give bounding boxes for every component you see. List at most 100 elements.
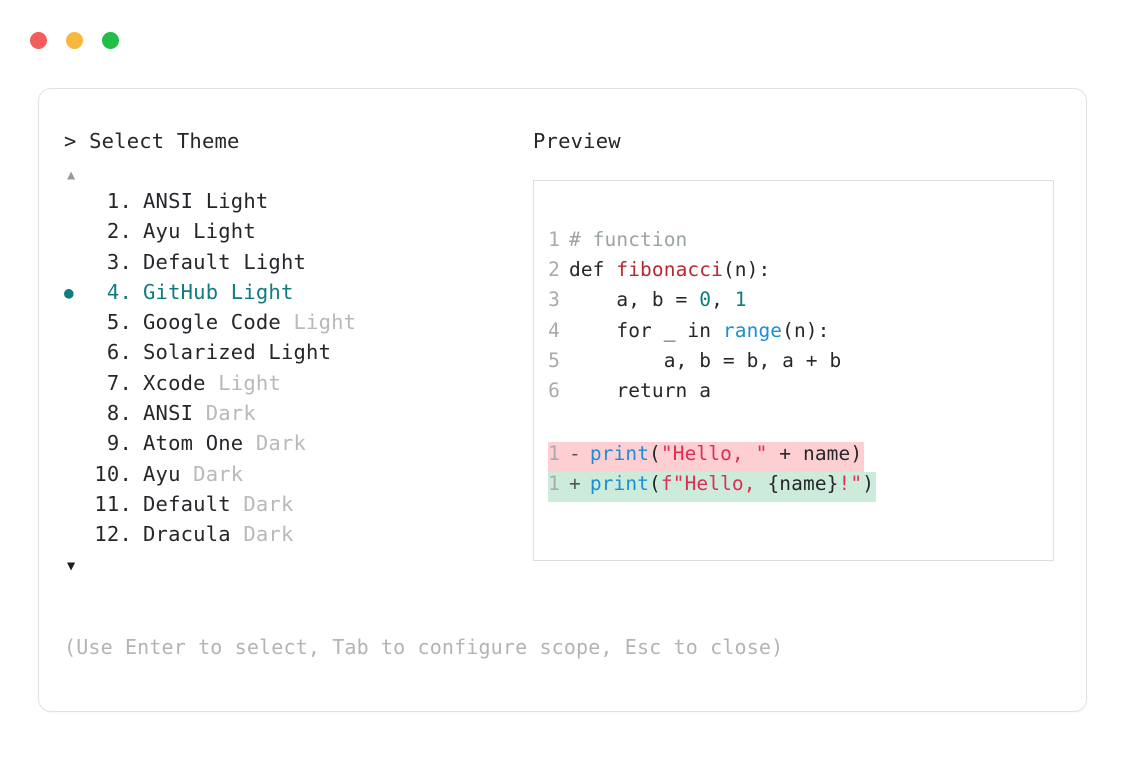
theme-list-item[interactable]: 6.Solarized Light xyxy=(64,340,534,370)
code-line: 4 for _ in range(n): xyxy=(548,319,1047,349)
scroll-up-icon[interactable]: ▲ xyxy=(67,166,76,183)
line-number: 5 xyxy=(548,349,560,373)
window-controls xyxy=(30,32,119,49)
code-text: a, b = 0, 1 xyxy=(569,288,747,311)
theme-list-item[interactable]: 9. Atom One Dark xyxy=(64,431,534,461)
theme-item-variant: Light xyxy=(255,340,332,365)
theme-item-variant: Light xyxy=(180,219,256,244)
theme-item-name: Solarized xyxy=(143,340,256,365)
preview-label: Preview xyxy=(533,129,621,153)
line-number: 4 xyxy=(548,318,560,342)
minimize-dot[interactable] xyxy=(66,32,83,49)
keyboard-hint: (Use Enter to select, Tab to configure s… xyxy=(64,635,784,659)
theme-item-name: Default xyxy=(143,491,231,516)
theme-item-variant: Light xyxy=(193,189,269,213)
theme-item-variant: Dark xyxy=(193,401,256,426)
diff-line-removed: 1-print("Hello, " + name) xyxy=(548,441,865,472)
theme-item-name: ANSI xyxy=(143,189,194,213)
code-token: def xyxy=(569,257,617,281)
code-text: for _ in range(n): xyxy=(569,319,830,342)
code-token: a, b = b, a + b xyxy=(569,349,842,373)
code-token: ) xyxy=(862,471,875,495)
theme-item-variant: Dark xyxy=(180,461,244,486)
code-text: # function xyxy=(569,228,687,251)
diff-line-number: 1 xyxy=(548,471,560,495)
theme-list-item[interactable]: 2. Ayu Light xyxy=(64,219,534,249)
code-text: def fibonacci(n): xyxy=(569,258,770,281)
theme-list-item[interactable]: 12. Dracula Dark xyxy=(64,522,534,552)
line-number: 3 xyxy=(548,288,560,312)
diff-code-text: print("Hello, " + name) xyxy=(590,442,862,465)
scroll-down-icon[interactable]: ▼ xyxy=(67,557,76,574)
theme-list-item[interactable]: 11. Default Dark xyxy=(64,492,534,522)
theme-item-name: Atom One xyxy=(143,431,244,456)
code-token: # function xyxy=(569,227,688,251)
diff-line-number: 1 xyxy=(548,441,560,465)
theme-list-item[interactable]: 1. ANSI Light xyxy=(64,189,534,219)
selection-bullet-icon: ● xyxy=(64,282,74,302)
theme-list-item[interactable]: 3.Default Light xyxy=(64,250,534,280)
theme-item-variant: Dark xyxy=(230,491,294,516)
theme-item-name: Dracula xyxy=(143,522,231,547)
theme-item-index: 11. xyxy=(94,491,132,516)
theme-item-variant: Light xyxy=(280,310,357,335)
theme-item-variant: Dark xyxy=(230,522,294,547)
code-token: !" xyxy=(838,471,863,495)
diff-marker: - xyxy=(569,441,581,465)
theme-item-index: 7. xyxy=(106,370,132,395)
theme-item-index: 10. xyxy=(94,461,132,486)
code-token: + name) xyxy=(767,441,863,465)
theme-list-item[interactable]: 8. ANSI Dark xyxy=(64,401,534,431)
theme-item-index: 12. xyxy=(94,522,132,547)
theme-item-name: GitHub xyxy=(143,279,219,304)
theme-item-index: 4. xyxy=(106,279,132,304)
code-line: 5 a, b = b, a + b xyxy=(548,349,1047,379)
theme-list-item[interactable]: 10.Ayu Dark xyxy=(64,462,534,492)
code-token: 0 xyxy=(699,288,712,312)
theme-item-index: 1. xyxy=(106,189,132,213)
code-token: 1 xyxy=(734,288,747,312)
theme-item-index: 3. xyxy=(106,249,132,274)
line-number: 6 xyxy=(548,379,560,403)
code-token: (n): xyxy=(722,257,771,281)
code-token: , xyxy=(711,288,735,312)
code-token: ( xyxy=(649,441,661,465)
code-token: print xyxy=(589,471,650,495)
code-line: 1# function xyxy=(548,228,1047,258)
theme-item-index: 8. xyxy=(106,401,132,426)
theme-list-item[interactable]: 5.Google Code Light xyxy=(64,310,534,340)
theme-list-item[interactable]: ●4.GitHub Light xyxy=(64,280,534,310)
diff-sample: 1-print("Hello, " + name)1+print(f"Hello… xyxy=(548,441,948,503)
code-token: fibonacci xyxy=(616,257,723,281)
code-token: {name} xyxy=(767,471,839,495)
line-number: 2 xyxy=(548,257,560,281)
code-token: for _ in xyxy=(569,318,723,342)
maximize-dot[interactable] xyxy=(102,32,119,49)
diff-code-text: print(f"Hello, {name}!") xyxy=(590,472,874,495)
theme-item-variant: Light xyxy=(230,249,307,274)
code-line: 6 return a xyxy=(548,379,1047,409)
code-line: 3 a, b = 0, 1 xyxy=(548,288,1047,318)
code-token: range xyxy=(722,318,783,342)
theme-item-index: 9. xyxy=(106,431,132,456)
theme-item-name: ANSI xyxy=(143,401,194,426)
theme-list-item[interactable]: 7. Xcode Light xyxy=(64,371,534,401)
theme-item-name: Ayu xyxy=(143,219,181,244)
code-token: ( xyxy=(649,471,661,495)
theme-item-name: Google Code xyxy=(143,310,281,335)
theme-item-name: Xcode xyxy=(143,370,206,395)
code-token: print xyxy=(589,441,650,465)
close-dot[interactable] xyxy=(30,32,47,49)
page-title: > Select Theme xyxy=(64,129,240,153)
theme-item-variant: Light xyxy=(205,370,281,395)
theme-item-index: 2. xyxy=(106,219,132,244)
theme-item-variant: Dark xyxy=(243,431,307,456)
code-token: "Hello, " xyxy=(660,441,768,465)
code-token: (n): xyxy=(782,318,830,342)
code-text: return a xyxy=(569,379,711,402)
code-token: a, b = xyxy=(569,288,700,312)
